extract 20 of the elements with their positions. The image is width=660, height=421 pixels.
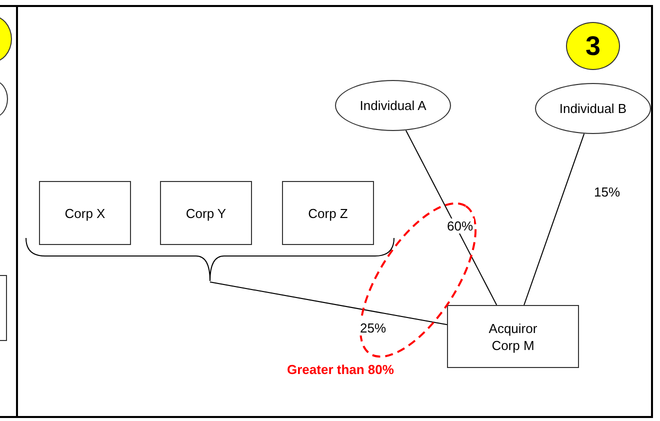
node-text: Corp Z (307, 204, 349, 222)
edge-label: 15% (592, 184, 622, 200)
entity-box (447, 305, 579, 368)
entity-box (39, 181, 131, 245)
curly-brace (26, 238, 394, 282)
edge-label: 60% (446, 218, 474, 234)
node-text: Acquiror Corp M (488, 320, 538, 354)
node-text: Corp Y (184, 204, 228, 222)
node-text: Corp X (64, 204, 106, 222)
node-text: Individual A (358, 97, 428, 114)
ellipse-node (535, 83, 651, 134)
connector-line (405, 130, 498, 306)
connector-line (524, 133, 585, 306)
connector-line (210, 282, 448, 326)
node-text: Individual B (558, 100, 628, 117)
edge-label: 25% (358, 320, 388, 336)
annotation-text: Greater than 80% (287, 362, 394, 377)
entity-box (282, 181, 374, 245)
entity-box (160, 181, 252, 245)
number-badge: 3 (566, 22, 620, 70)
